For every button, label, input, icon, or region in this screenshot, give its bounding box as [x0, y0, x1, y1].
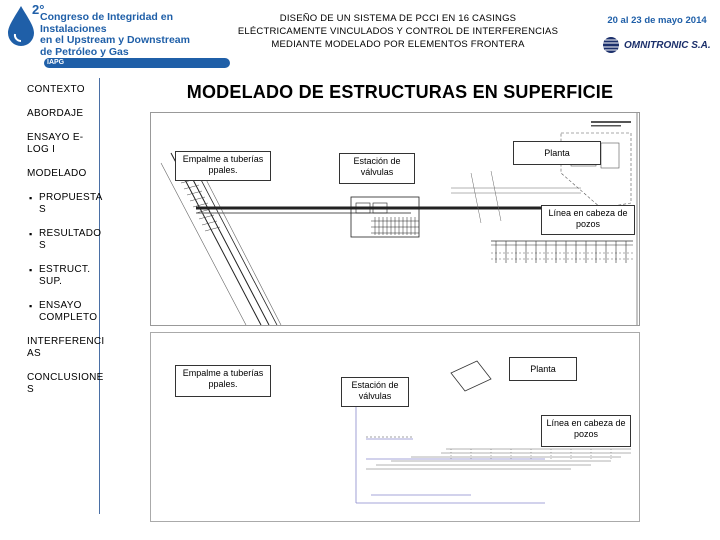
- callout-planta-bottom: Planta: [509, 357, 577, 381]
- callout-planta-top: Planta: [513, 141, 601, 165]
- sidebar-item-estruct-sup[interactable]: ESTRUCT. SUP.: [27, 264, 99, 288]
- company-name: OMNITRONIC S.A.: [624, 40, 711, 51]
- callout-estacion-bottom: Estación de válvulas: [341, 377, 409, 407]
- logo-number: 2°: [32, 2, 45, 17]
- drawing-annotation-marks: [591, 121, 631, 127]
- logo-badge: IAPG: [44, 58, 230, 68]
- slide-title: MODELADO DE ESTRUCTURAS EN SUPERFICIE: [186, 82, 614, 102]
- title-line: ELÉCTRICAMENTE VINCULADOS Y CONTROL DE I…: [237, 26, 559, 37]
- callout-linea-top: Línea en cabeza de pozos: [541, 205, 635, 235]
- omnitronic-globe-icon: [603, 37, 619, 53]
- model-view-svg: [355, 360, 631, 504]
- water-drop-logo-icon: [8, 6, 34, 46]
- sidebar-item-interferencias[interactable]: INTERFERENCI AS: [27, 336, 105, 359]
- sidebar-item-resultados[interactable]: RESULTADO S: [27, 228, 101, 252]
- callout-estacion-top: Estación de válvulas: [339, 153, 415, 184]
- sidebar-item-modelado[interactable]: MODELADO: [27, 168, 87, 179]
- sidebar-item-contexto[interactable]: CONTEXTO: [27, 84, 85, 95]
- callout-empalme-bottom: Empalme a tuberías ppales.: [175, 365, 271, 397]
- logo-line: Congreso de Integridad en Instalaciones: [40, 11, 174, 35]
- presentation-title: DISEÑO DE UN SISTEMA DE PCCI EN 16 CASIN…: [228, 12, 568, 51]
- sidebar-item-ensayo-elog[interactable]: ENSAYO E-LOG I: [27, 132, 84, 155]
- sidebar-divider: [99, 78, 100, 514]
- title-line: DISEÑO DE UN SISTEMA DE PCCI EN 16 CASIN…: [279, 13, 517, 24]
- callout-empalme-top: Empalme a tuberías ppales.: [175, 151, 271, 181]
- sidebar-item-propuestas[interactable]: PROPUESTA S: [27, 192, 102, 216]
- congress-logo-text: Congreso de Integridad en Instalaciones …: [40, 11, 230, 68]
- sidebar-item-ensayo-completo[interactable]: ENSAYO COMPLETO: [27, 300, 99, 324]
- callout-linea-bottom: Línea en cabeza de pozos: [541, 415, 631, 447]
- plant-rhombus: [450, 360, 492, 392]
- wellhead-line: [491, 240, 633, 263]
- sidebar: CONTEXTO ABORDAJE ENSAYO E-LOG I MODELAD…: [0, 78, 105, 518]
- model-pipes: [356, 438, 545, 504]
- sidebar-item-conclusiones[interactable]: CONCLUSIONE S: [27, 372, 104, 395]
- sidebar-item-abordaje[interactable]: ABORDAJE: [27, 108, 84, 119]
- title-line: MEDIANTE MODELADO POR ELEMENTOS FRONTERA: [271, 39, 525, 50]
- logo-line: en el Upstream y Downstream: [40, 34, 190, 46]
- model-wellhead-grid: [366, 448, 631, 470]
- bottom-model-view: Empalme a tuberías ppales. Estación de v…: [150, 332, 640, 522]
- valve-station-block: [350, 196, 420, 238]
- hatched-segments: [180, 178, 221, 232]
- plan-drawing-svg: [160, 113, 638, 326]
- event-date: 20 al 23 de mayo 2014: [607, 15, 707, 26]
- top-plan-drawing: Empalme a tuberías ppales. Estación de v…: [150, 112, 640, 326]
